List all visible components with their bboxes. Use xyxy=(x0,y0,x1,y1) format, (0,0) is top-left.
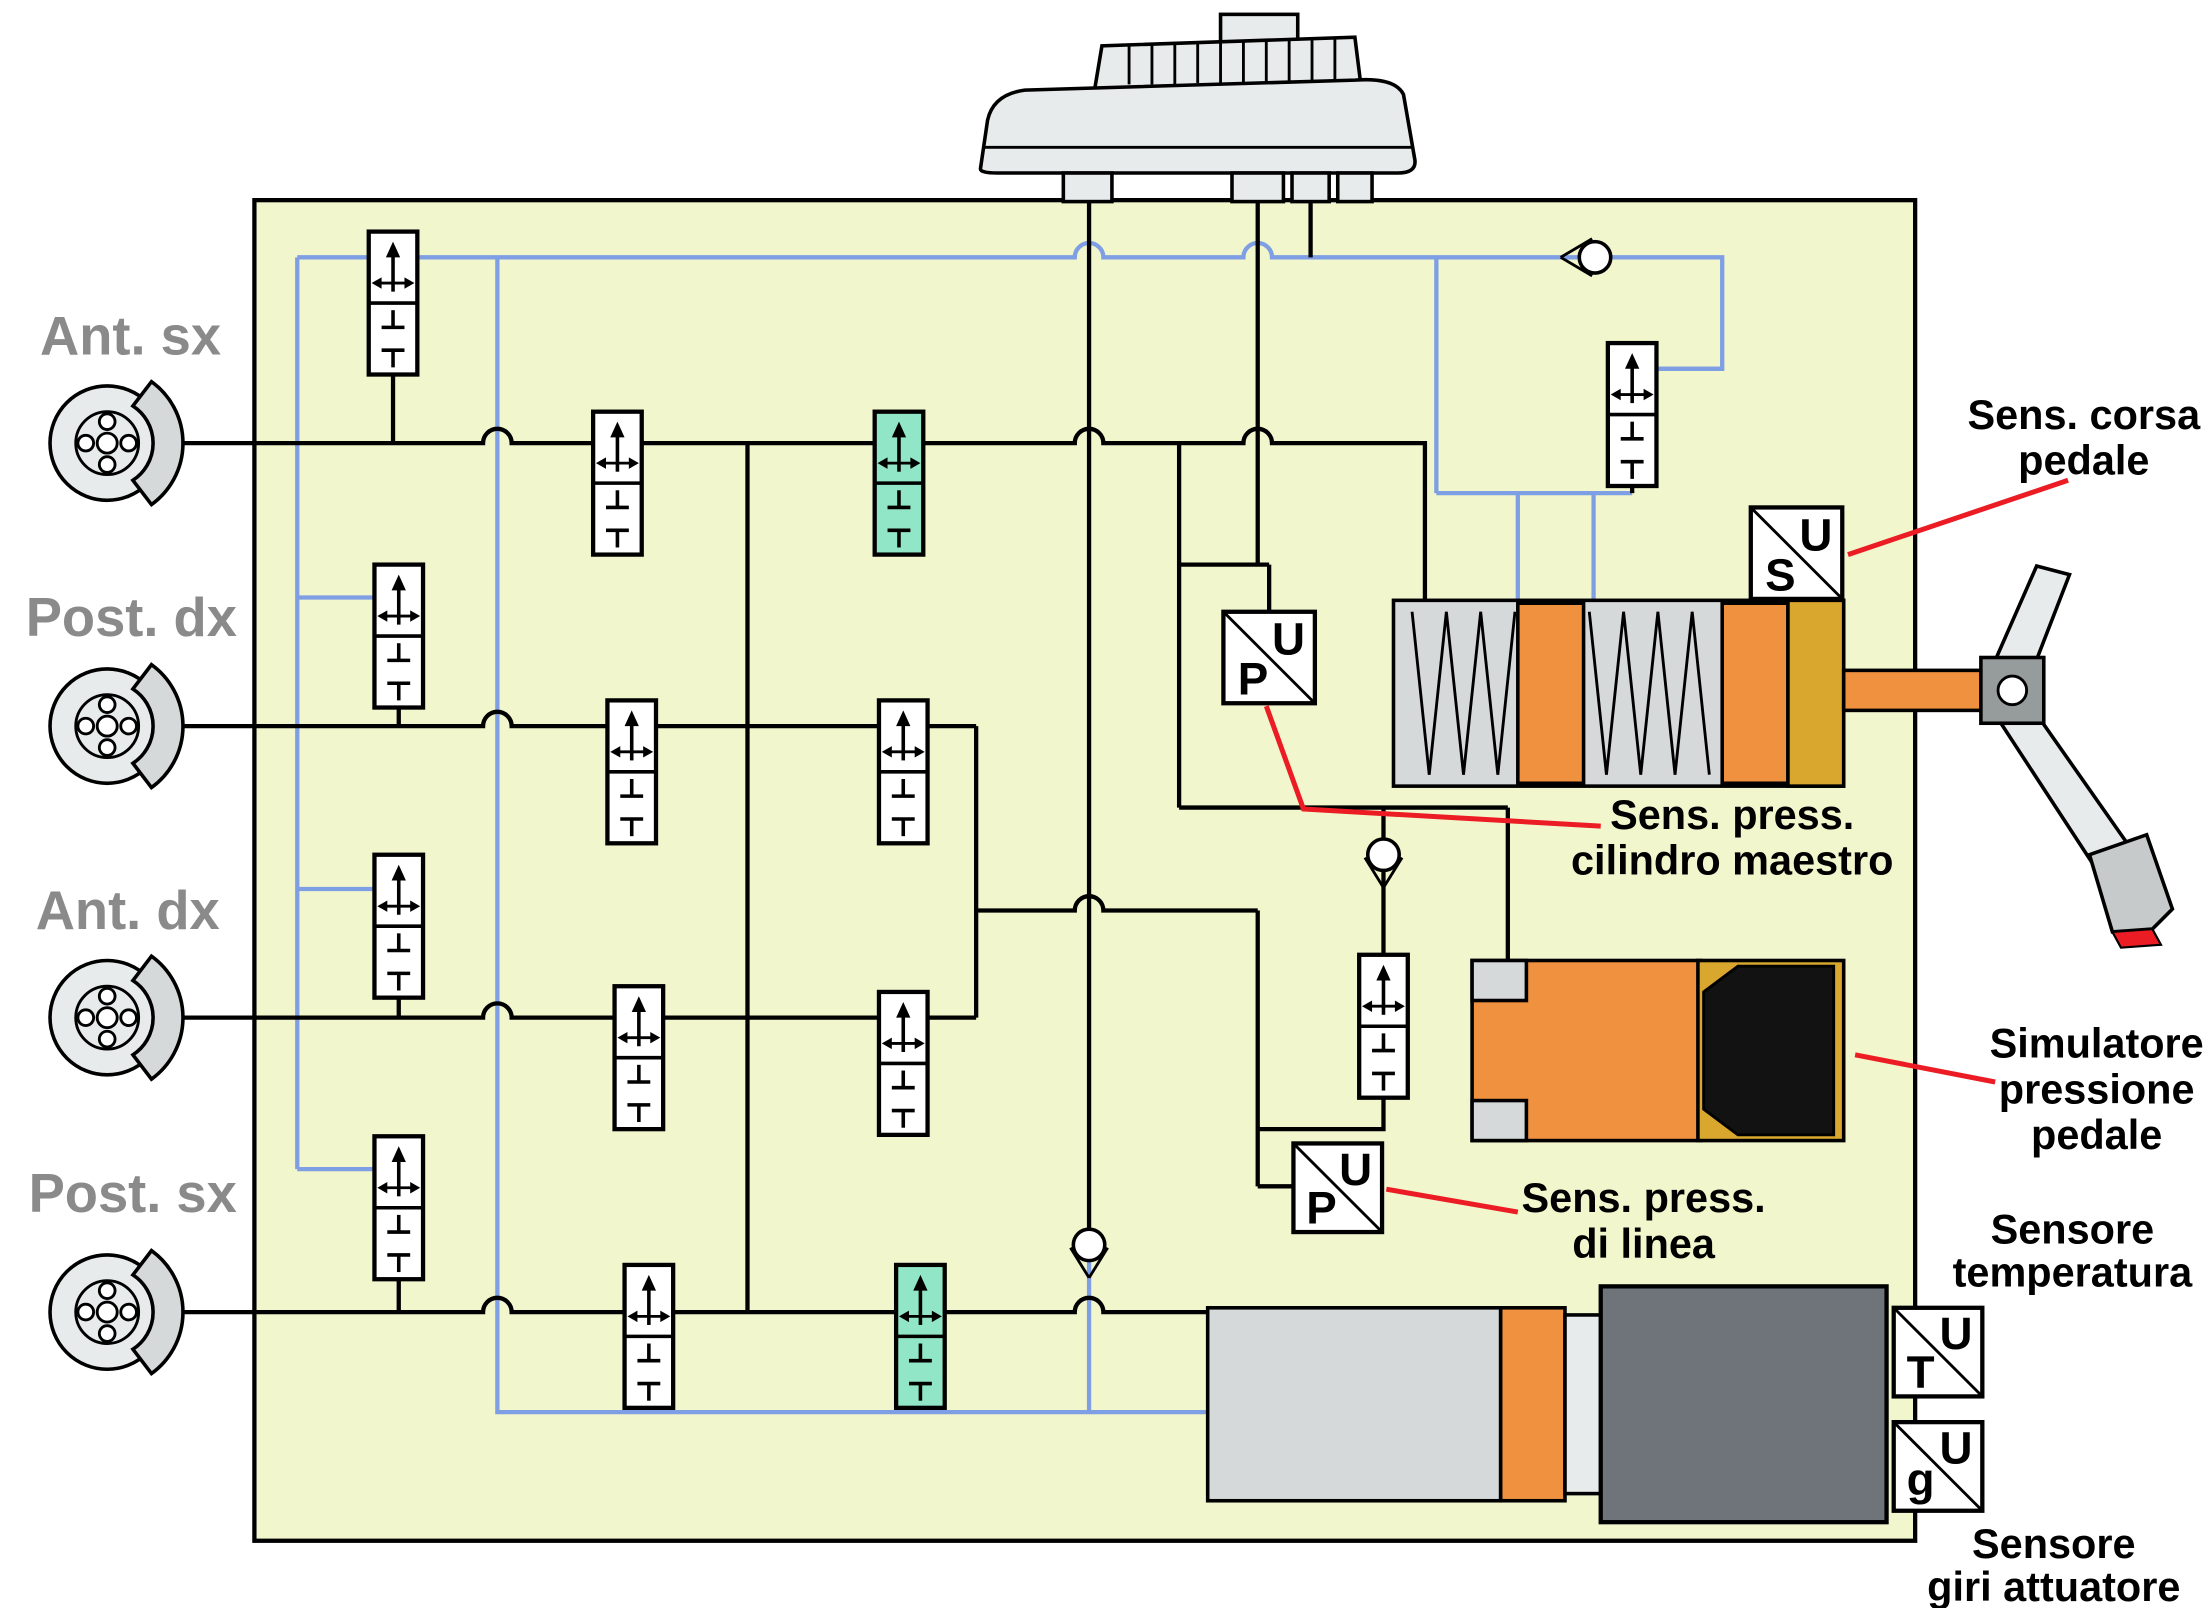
fluid-reservoir xyxy=(978,12,1417,204)
annotation-temperature-1: Sensore xyxy=(1991,1205,2155,1252)
annotation-line-pressure-2: di linea xyxy=(1572,1220,1716,1267)
sensor-symbol: P xyxy=(1306,1182,1337,1233)
annotation-master-pressure-1: Sens. press. xyxy=(1610,791,1854,838)
sensor-symbol: P xyxy=(1238,654,1269,705)
sensor-symbol: T xyxy=(1907,1347,1935,1398)
actuator-pump xyxy=(1205,1284,1889,1525)
annotation-line-pressure-1: Sens. press. xyxy=(1522,1174,1766,1221)
sensor-master-pressure: P U xyxy=(1221,609,1318,706)
callout-lines xyxy=(1263,477,2069,1215)
solenoid-valve-icon xyxy=(879,700,928,843)
annotation-master-pressure-2: cilindro maestro xyxy=(1571,837,1893,884)
hydraulic-lines xyxy=(160,200,1723,1315)
sensor-unit: U xyxy=(1272,614,1305,665)
check-valve-icon xyxy=(1069,1227,1109,1279)
solenoid-valve-icon xyxy=(1608,343,1657,486)
spring xyxy=(1587,611,1711,775)
sensor-unit: U xyxy=(1799,509,1832,560)
wheel-label-post-dx: Post. dx xyxy=(26,587,237,648)
wheel-label-ant-sx: Ant. sx xyxy=(40,306,221,367)
callout-line xyxy=(1854,1052,1996,1085)
solenoid-valve-icon xyxy=(879,992,928,1135)
solenoid-valve-icon xyxy=(615,986,664,1129)
check-valve-icon xyxy=(1559,237,1613,278)
electric-motor xyxy=(1598,1284,1889,1525)
wheel-ant-dx xyxy=(48,954,185,1081)
brake-pedal xyxy=(1979,563,2175,949)
master-cylinder xyxy=(1391,598,1989,788)
sensor-actuator-speed: g U xyxy=(1891,1419,1985,1513)
annotation-simulator-2: pressione xyxy=(1999,1065,2195,1112)
solenoid-valve-icon xyxy=(1359,955,1408,1098)
sensor-unit: U xyxy=(1939,1423,1972,1474)
wheel-ant-sx xyxy=(48,379,185,507)
annotation-pedal-travel-2: pedale xyxy=(2018,437,2149,484)
pedal-pressure-simulator xyxy=(1470,958,1846,1143)
check-valve-icon xyxy=(1363,837,1404,889)
solenoid-valve-icon xyxy=(593,412,642,555)
solenoid-valve-icon xyxy=(607,700,656,843)
solenoid-valve-icon xyxy=(625,1265,674,1408)
annotation-actuator-speed-2: giri attuatore xyxy=(1927,1563,2180,1608)
wheel-post-dx xyxy=(48,662,185,790)
sensor-line-pressure: P U xyxy=(1291,1141,1385,1235)
callout-line xyxy=(1263,705,1601,829)
callout-line xyxy=(1385,1186,1519,1215)
pushrod xyxy=(1841,668,1989,713)
solenoid-valve-teal-icon xyxy=(896,1265,945,1408)
annotation-temperature-2: temperatura xyxy=(1953,1248,2193,1295)
solenoid-valve-icon xyxy=(374,855,423,998)
sensor-temperature: T U xyxy=(1891,1305,1985,1399)
callout-line xyxy=(1847,477,2069,557)
sensor-unit: U xyxy=(1339,1144,1372,1195)
sensor-unit: U xyxy=(1939,1308,1972,1359)
annotation-pedal-travel-1: Sens. corsa xyxy=(1967,391,2201,438)
spring xyxy=(1410,611,1517,775)
annotation-actuator-speed-1: Sensore xyxy=(1972,1520,2136,1567)
annotation-simulator-1: Simulatore xyxy=(1990,1020,2204,1067)
wheel-label-ant-dx: Ant. dx xyxy=(36,880,220,941)
wheel-label-post-sx: Post. sx xyxy=(29,1163,237,1224)
solenoid-valve-icon xyxy=(369,232,418,375)
solenoid-valve-teal-icon xyxy=(875,412,924,555)
wheels xyxy=(48,379,185,1376)
sensor-symbol: S xyxy=(1765,549,1796,600)
pilot-lines xyxy=(295,240,1725,1415)
sensor-pedal-travel: S U xyxy=(1748,505,1845,602)
pedal-red-tip xyxy=(2110,927,2163,949)
solenoid-valve-icon xyxy=(374,1136,423,1279)
wheel-post-sx xyxy=(48,1248,185,1376)
sensor-symbol: g xyxy=(1907,1454,1935,1505)
solenoid-valve-icon xyxy=(374,565,423,708)
annotation-simulator-3: pedale xyxy=(2031,1111,2162,1158)
